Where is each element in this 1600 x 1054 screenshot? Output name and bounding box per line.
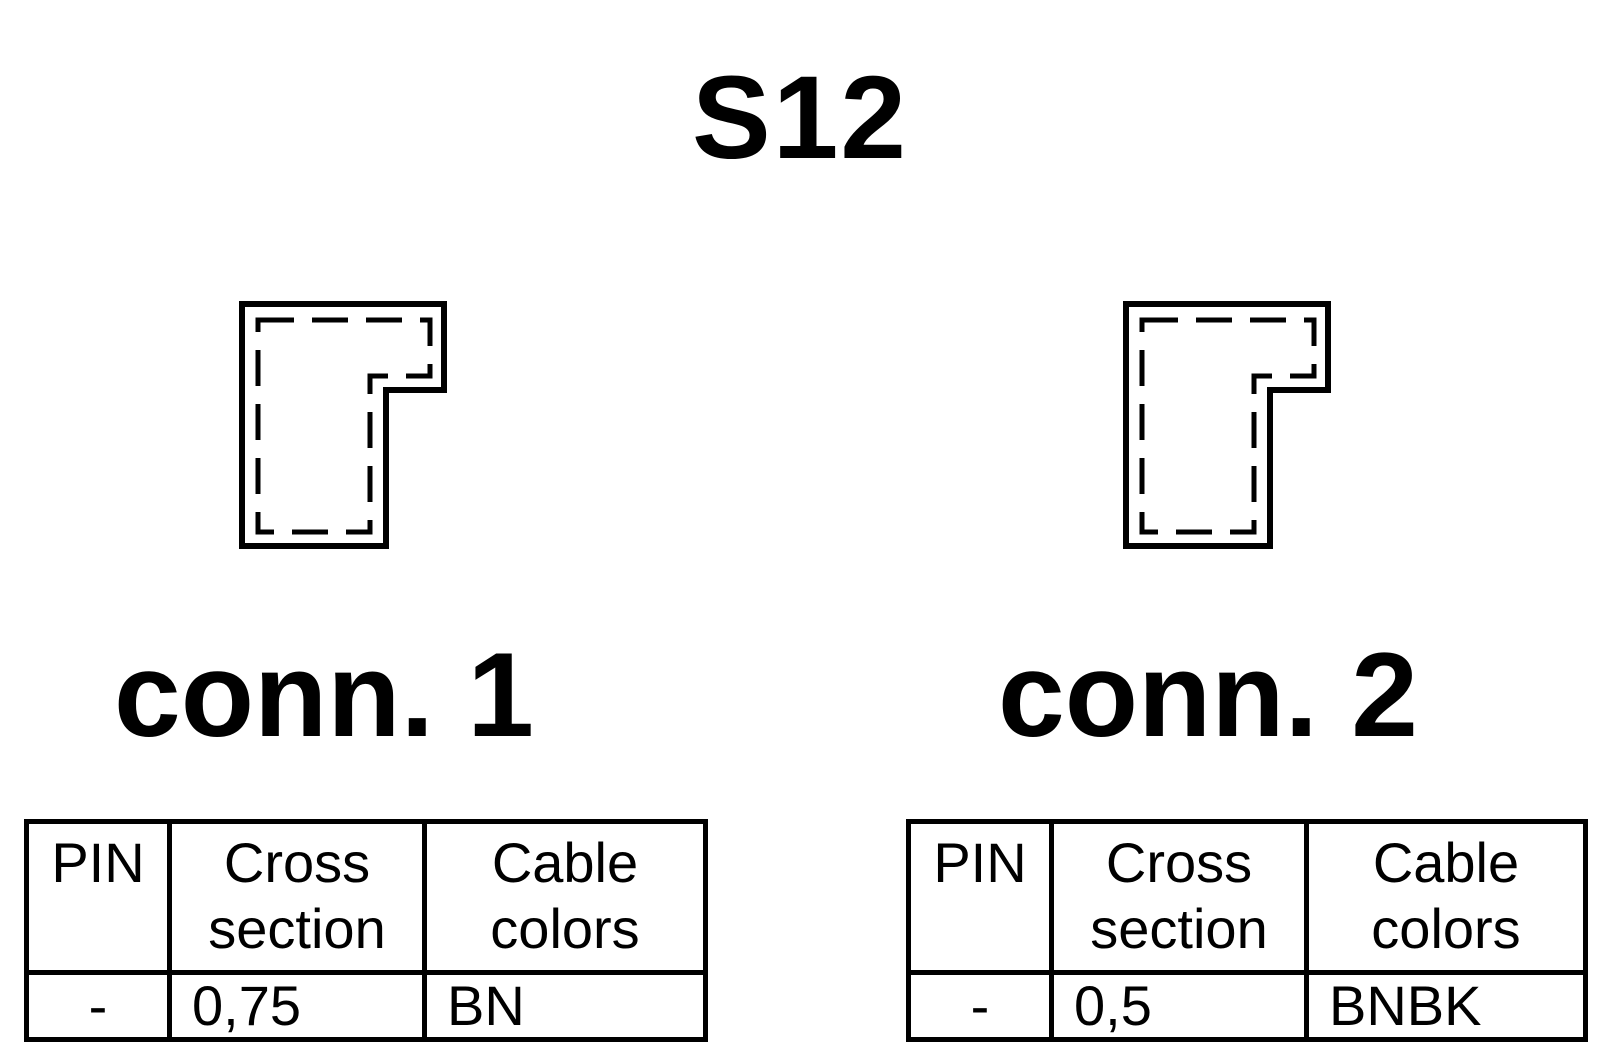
header-pin: PIN bbox=[906, 819, 1054, 975]
header-cable-colors: Cable colors bbox=[422, 819, 708, 975]
header-color-line2: colors bbox=[490, 897, 640, 960]
connector-1-table: PIN Cross section Cable colors - 0,75 BN bbox=[24, 819, 708, 1042]
cell-cross-section: 0,75 bbox=[167, 970, 427, 1042]
header-pin: PIN bbox=[24, 819, 172, 975]
cell-pin: - bbox=[906, 970, 1054, 1042]
header-cross-line1: Cross bbox=[223, 831, 371, 894]
table-row: - 0,75 BN bbox=[24, 970, 708, 1042]
connector-1-outline bbox=[239, 301, 447, 549]
connector-2-outline bbox=[1123, 301, 1331, 549]
cell-cable-color: BNBK bbox=[1304, 970, 1588, 1042]
header-color-line1: Cable bbox=[491, 831, 639, 894]
header-cable-colors: Cable colors bbox=[1304, 819, 1588, 975]
header-color-line2: colors bbox=[1371, 897, 1521, 960]
header-color-line1: Cable bbox=[1372, 831, 1520, 894]
table-row: - 0,5 BNBK bbox=[906, 970, 1588, 1042]
table-header-row: PIN Cross section Cable colors bbox=[24, 819, 708, 975]
connector-2-label: conn. 2 bbox=[997, 628, 1419, 762]
cell-pin: - bbox=[24, 970, 172, 1042]
diagram-title: S12 bbox=[692, 52, 908, 184]
header-cross-section: Cross section bbox=[167, 819, 427, 975]
header-cross-line2: section bbox=[1090, 897, 1268, 960]
connector-1-symbol bbox=[238, 300, 458, 560]
header-cross-line2: section bbox=[208, 897, 386, 960]
header-cross-line1: Cross bbox=[1105, 831, 1253, 894]
cell-cross-section: 0,5 bbox=[1049, 970, 1309, 1042]
connector-1-label: conn. 1 bbox=[113, 628, 535, 762]
cell-cable-color: BN bbox=[422, 970, 708, 1042]
connector-2-table: PIN Cross section Cable colors - 0,5 BNB… bbox=[906, 819, 1588, 1042]
header-cross-section: Cross section bbox=[1049, 819, 1309, 975]
table-header-row: PIN Cross section Cable colors bbox=[906, 819, 1588, 975]
connector-2-symbol bbox=[1122, 300, 1342, 560]
